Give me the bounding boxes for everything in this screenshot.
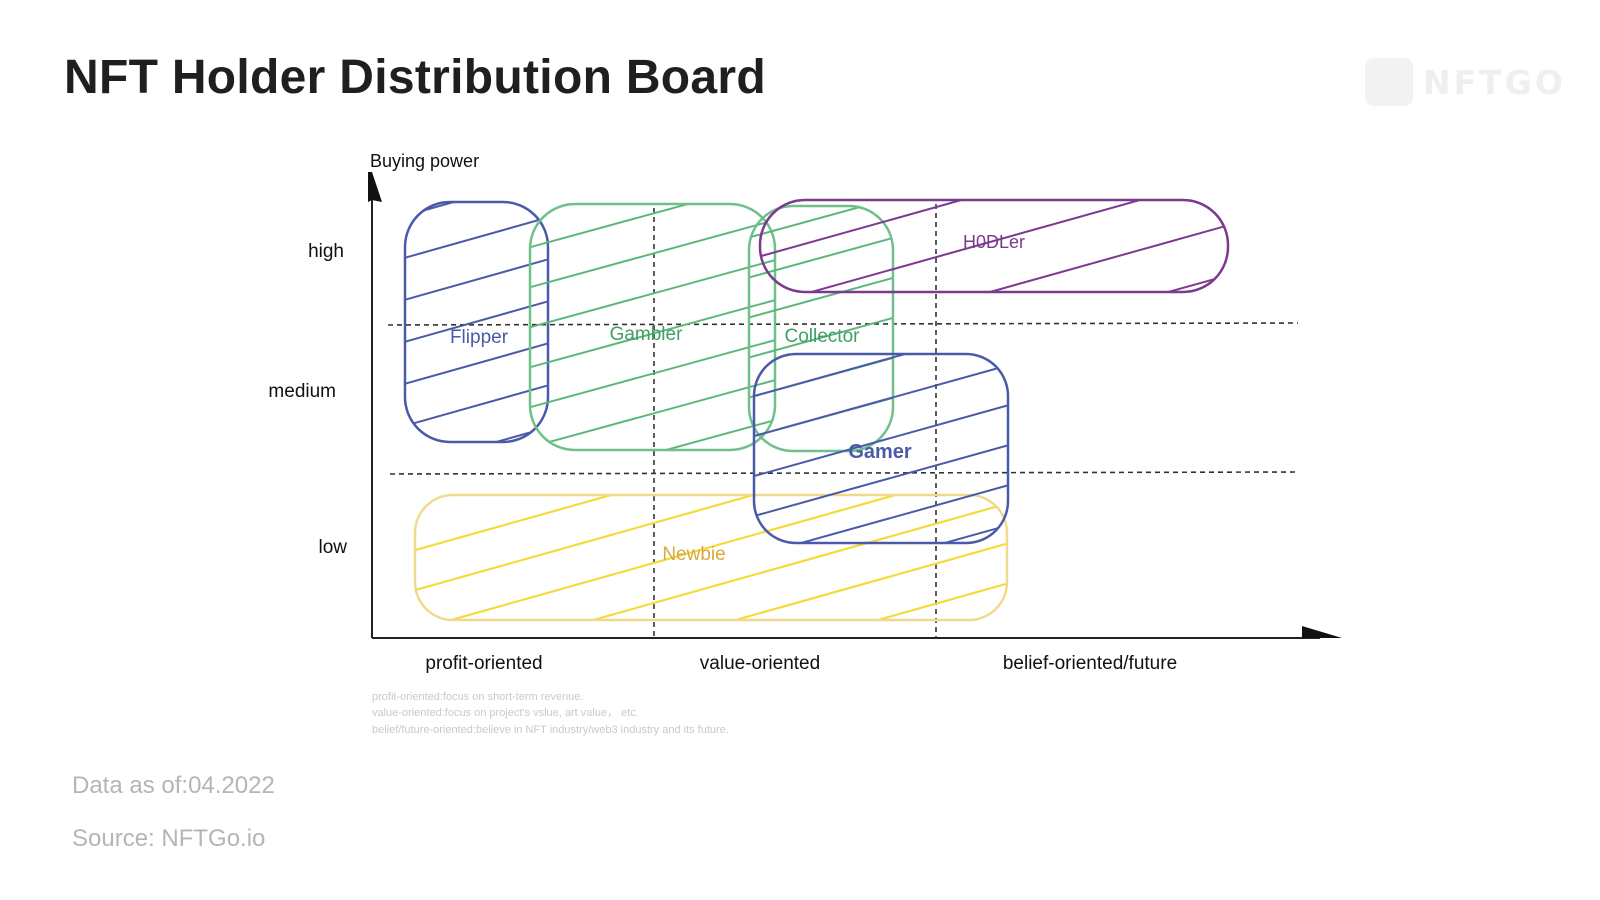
gamer-label: Gamer bbox=[848, 441, 912, 463]
gamer-outline bbox=[752, 352, 1010, 545]
group-newbie bbox=[413, 493, 1009, 622]
flipper-label: Flipper bbox=[450, 327, 509, 348]
nftgo-logo: NFTGO bbox=[1365, 58, 1566, 106]
y-tick-low: low bbox=[318, 537, 347, 558]
y-tick-medium: medium bbox=[268, 381, 336, 402]
hodler-outline bbox=[758, 198, 1230, 294]
page-title: NFT Holder Distribution Board bbox=[64, 51, 767, 104]
x-axis-arrow-icon bbox=[1302, 626, 1342, 638]
x-tick-belief-oriented: belief-oriented/future bbox=[1003, 653, 1177, 674]
logo-text: NFTGO bbox=[1423, 62, 1566, 102]
note-profit-oriented: profit-oriented:focus on short-term reve… bbox=[372, 691, 584, 703]
collector-label: Collector bbox=[785, 326, 861, 347]
x-tick-profit-oriented: profit-oriented bbox=[425, 653, 542, 674]
group-gamer bbox=[752, 352, 1010, 545]
note-value-oriented: value-oriented:focus on project's vslue,… bbox=[372, 707, 639, 719]
x-tick-value-oriented: value-oriented bbox=[700, 653, 820, 674]
y-tick-high: high bbox=[308, 241, 344, 262]
grid-line-high-medium bbox=[387, 322, 1299, 326]
y-axis-label: Buying power bbox=[370, 151, 479, 171]
logo-mark-icon bbox=[1365, 58, 1413, 106]
grid-line-medium-low bbox=[389, 471, 1299, 475]
newbie-outline bbox=[413, 493, 1009, 622]
source-credit: Source: NFTGo.io bbox=[72, 825, 266, 852]
gambler-label: Gambler bbox=[610, 324, 684, 345]
collector-outline bbox=[747, 204, 895, 453]
group-gambler bbox=[528, 202, 777, 452]
data-as-of: Data as of:04.2022 bbox=[72, 772, 275, 799]
group-hodler bbox=[758, 198, 1230, 294]
y-axis-arrow-icon bbox=[368, 172, 382, 202]
gambler-outline bbox=[528, 202, 777, 452]
note-belief-oriented: belief/future-oriented:believe in NFT in… bbox=[372, 724, 729, 736]
newbie-label: Newbie bbox=[662, 544, 725, 565]
hodler-label: H0DLer bbox=[963, 232, 1025, 252]
